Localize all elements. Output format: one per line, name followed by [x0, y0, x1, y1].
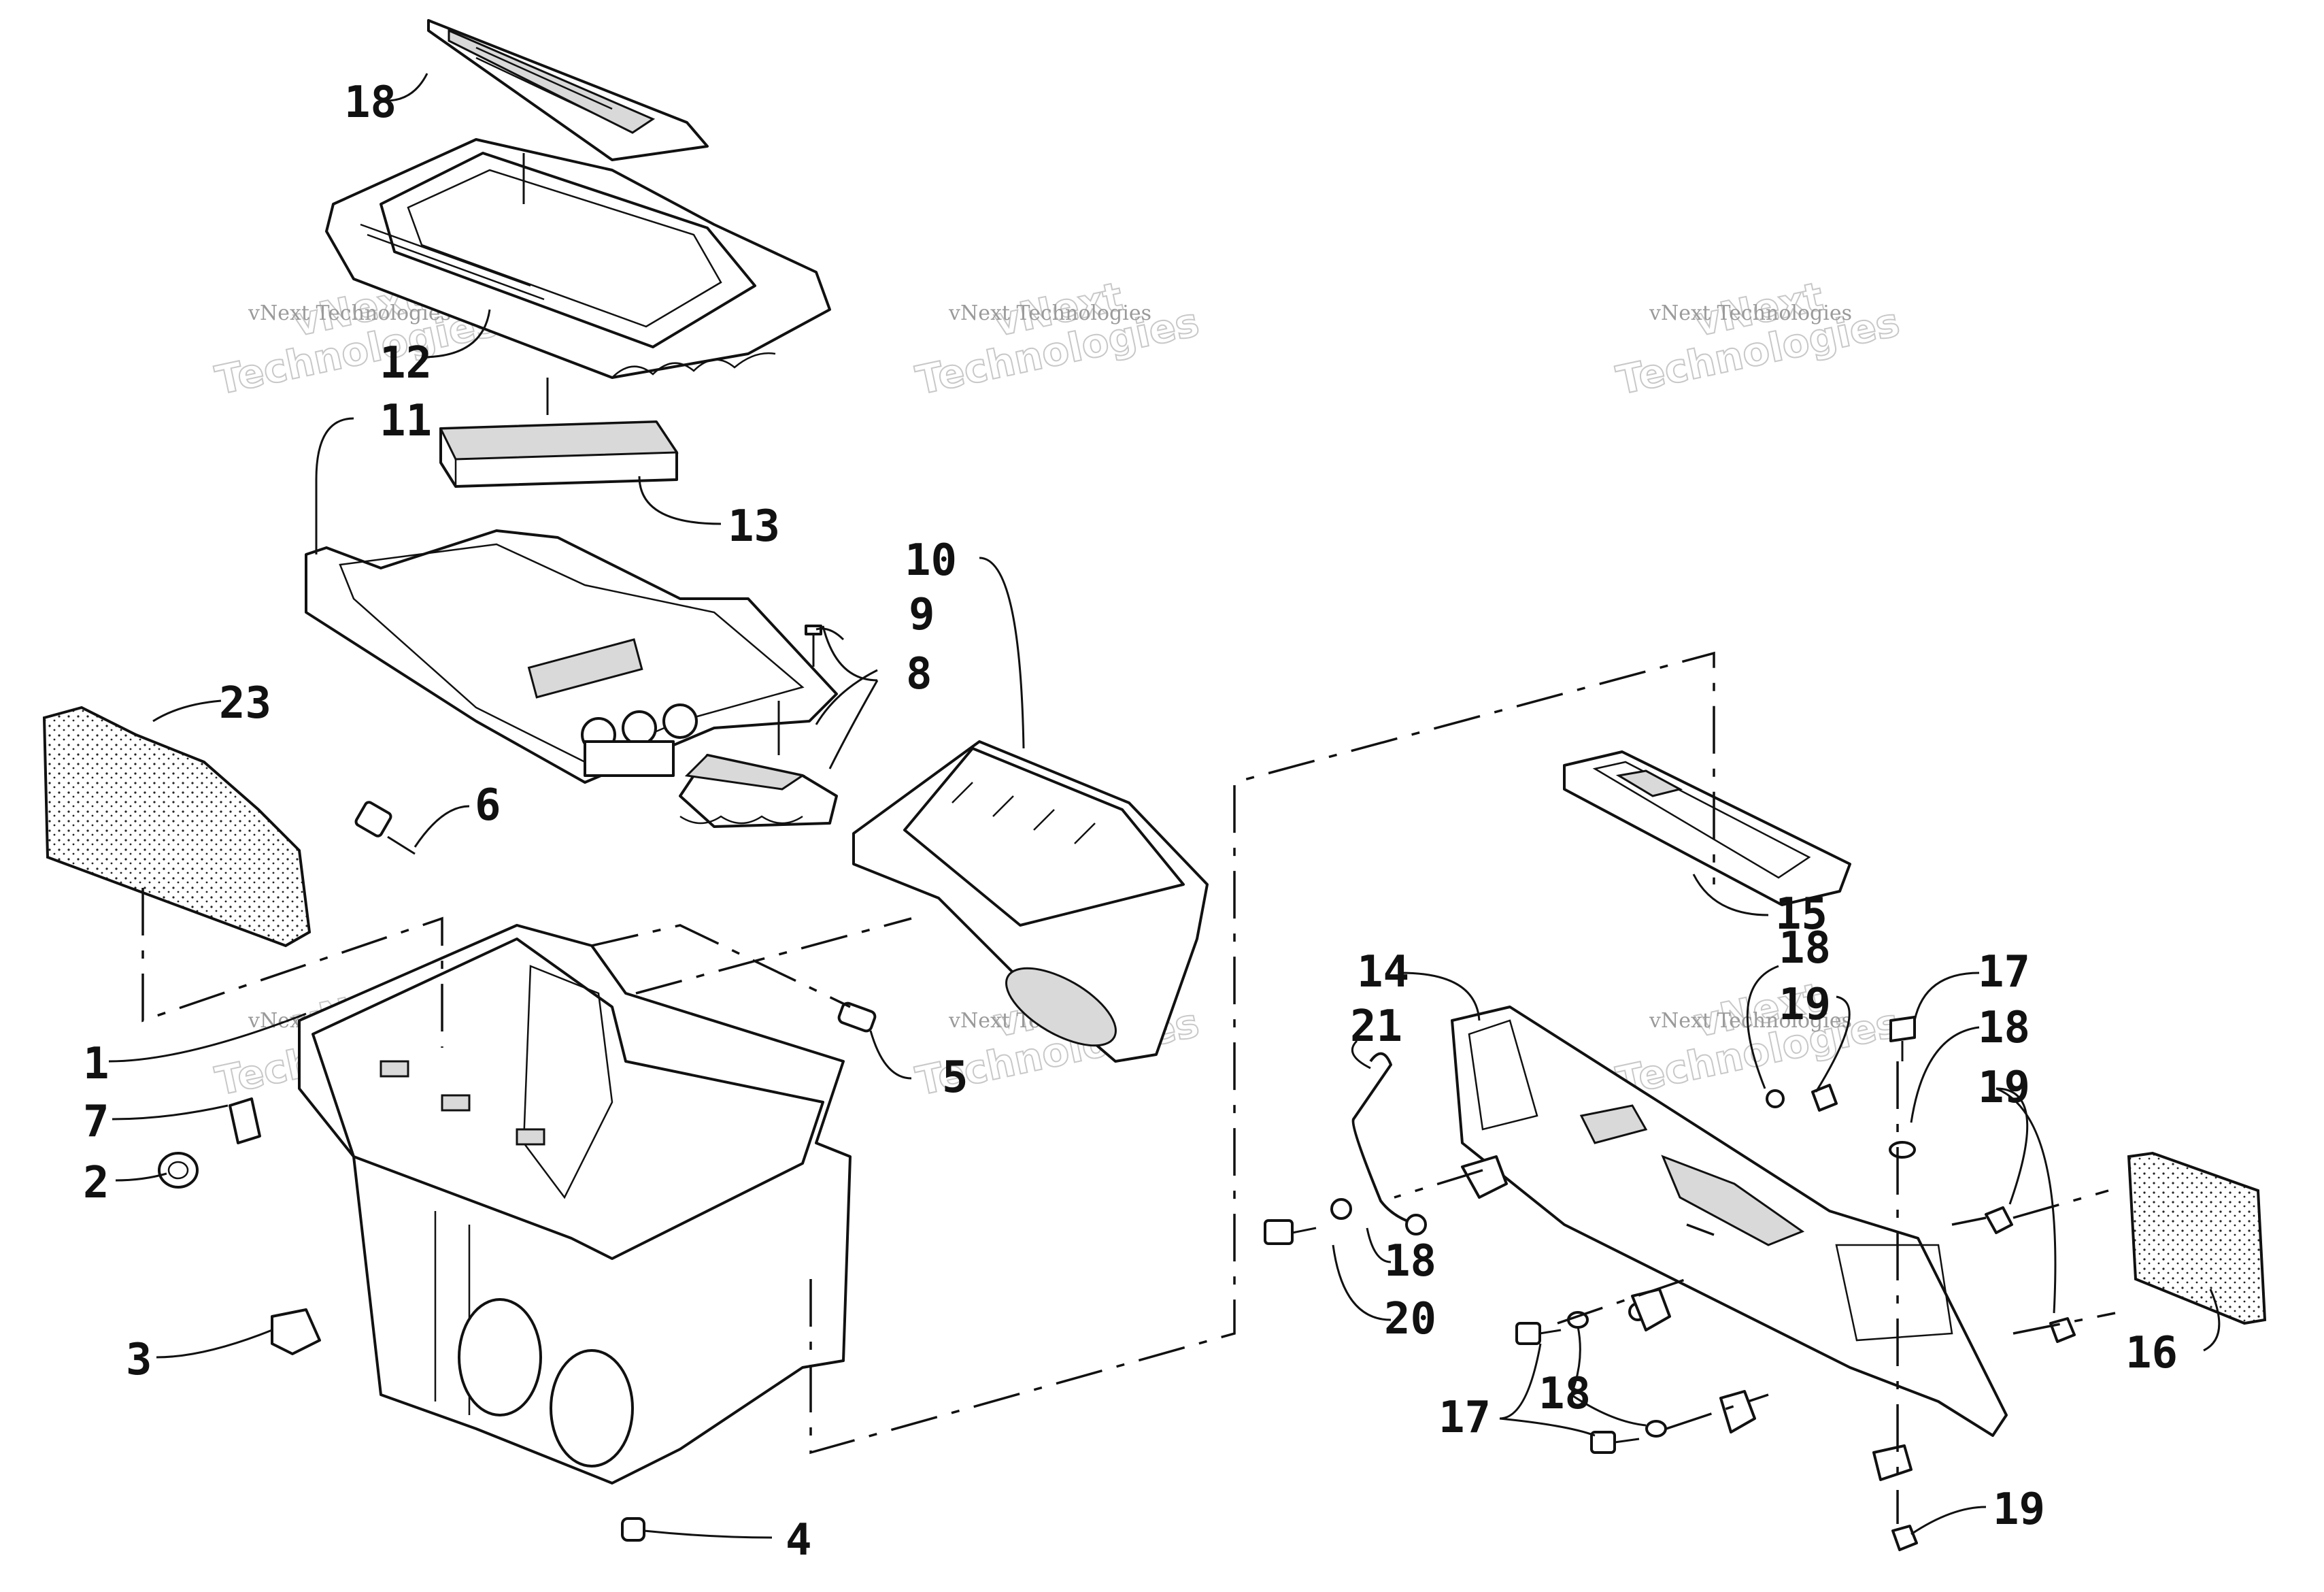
- callout-9: 9: [909, 590, 935, 640]
- part-5-grommet: [837, 1001, 877, 1033]
- part-3-clip: [271, 1308, 321, 1355]
- watermark-2-caption: vNext Technologies: [948, 301, 1151, 325]
- part-8-foam-strip: [679, 754, 838, 828]
- watermark-2: vNext Technologies: [911, 273, 1204, 405]
- callout-3: 3: [126, 1335, 152, 1385]
- callout-18-c: 18: [1384, 1236, 1436, 1287]
- callout-18-d: 18: [1538, 1369, 1591, 1419]
- callout-18-b: 18: [1978, 1003, 2030, 1053]
- callout-23: 18: [344, 78, 397, 128]
- part-7-label: [229, 1097, 261, 1144]
- watermark-1-caption: vNext Technologies: [248, 301, 451, 325]
- part-21-rod: [1351, 1052, 1427, 1236]
- part-15-gasket: [1563, 750, 1851, 906]
- part-11-airbox-base: [305, 529, 838, 784]
- callout-18-a: 18: [1779, 923, 1831, 974]
- callout-labels: 18 12 11 13 10 9 8 23 6 5 1 7 2 3 4 15 1…: [83, 78, 2178, 1565]
- part-4-plug: [621, 1517, 645, 1542]
- part-16-foam-block: [2127, 1151, 2267, 1325]
- callout-16: 16: [2125, 1328, 2178, 1378]
- explode-lines: [141, 153, 2116, 1524]
- part-13-filter: [439, 420, 679, 488]
- callout-14: 14: [1357, 947, 1409, 997]
- callout-5: 5: [942, 1052, 969, 1103]
- part-12-airbox-cover: [325, 138, 831, 379]
- callout-8: 8: [906, 649, 932, 699]
- callout-2: 2: [83, 1158, 110, 1208]
- callout-12: 12: [380, 338, 432, 388]
- callout-7: 7: [83, 1097, 110, 1147]
- callout-10: 10: [905, 535, 957, 586]
- part-6-bolt: [354, 801, 416, 855]
- callout-1: 1: [83, 1039, 110, 1089]
- watermark-3: vNext Technologies: [1612, 273, 1904, 405]
- part-2-plug: [158, 1152, 199, 1189]
- callout-19-a: 19: [1779, 980, 1831, 1030]
- callout-21: 21: [1350, 1001, 1402, 1052]
- callout-17-b: 17: [1438, 1393, 1491, 1443]
- main-airbox: [298, 924, 852, 1485]
- callout-17-a: 17: [1978, 947, 2030, 997]
- callout-11: 11: [380, 396, 432, 446]
- part-10-intake-duct: [852, 740, 1209, 1063]
- callout-20: 20: [1384, 1294, 1436, 1344]
- part-22-foam-pad: [42, 706, 311, 948]
- callout-15: 15: [1775, 889, 1828, 940]
- callout-13: 13: [728, 501, 780, 552]
- watermark-6-caption: vNext Technologies: [1649, 1009, 1852, 1033]
- callout-19-c: 19: [1993, 1485, 2045, 1535]
- callout-6: 6: [475, 780, 501, 831]
- part-9-screw: [805, 625, 822, 667]
- callout-4: 4: [786, 1515, 812, 1565]
- leader-lines: [108, 73, 2221, 1539]
- callout-22: 23: [219, 678, 271, 729]
- callout-19-b: 19: [1978, 1063, 2030, 1113]
- watermark-3-caption: vNext Technologies: [1649, 301, 1852, 325]
- part-14-intake-silencer: [1451, 1006, 2008, 1437]
- part-23-decal: [427, 19, 709, 161]
